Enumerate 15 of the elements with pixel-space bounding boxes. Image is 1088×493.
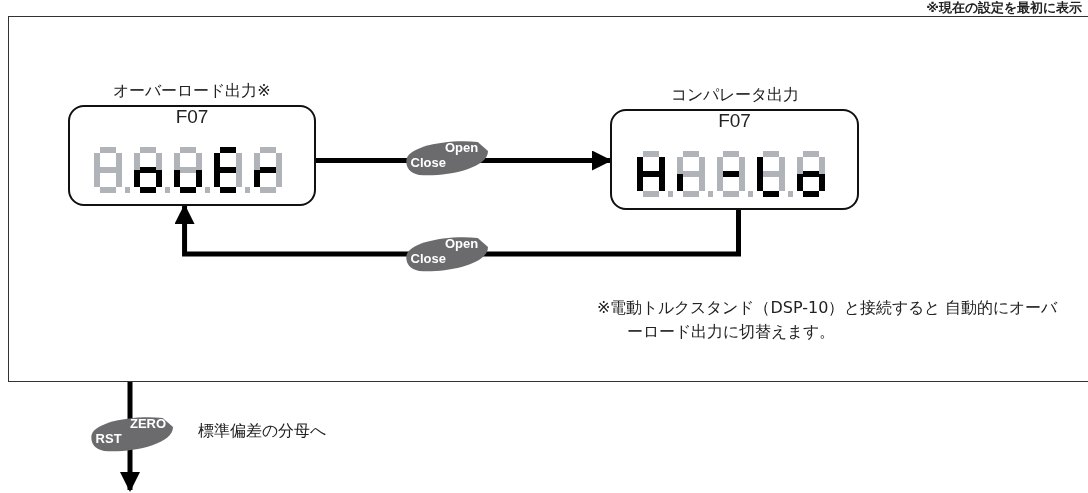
function-code: F07 [718,110,751,132]
frame-panel [8,16,1088,382]
key-label: Open [445,141,479,154]
display-title: オーバーロード出力※ [112,81,272,102]
edge-label: 標準偏差の分母へ [198,421,326,442]
note-text: ※現在の設定を最初に表示 [926,0,1082,17]
arrow [174,204,741,257]
key-label: Close [410,252,446,265]
key-label: Open [445,237,479,250]
key-label: ZERO [130,417,167,430]
footnote-text: ※電動トルクスタンド（DSP-10）と接続すると 自動的にオーバーロード出力に切替えます。 [597,297,1059,343]
key-label: Close [410,156,446,169]
display-title: コンパレータ出力 [669,85,800,106]
key-label: RST [95,432,122,445]
function-code: F07 [175,106,209,128]
